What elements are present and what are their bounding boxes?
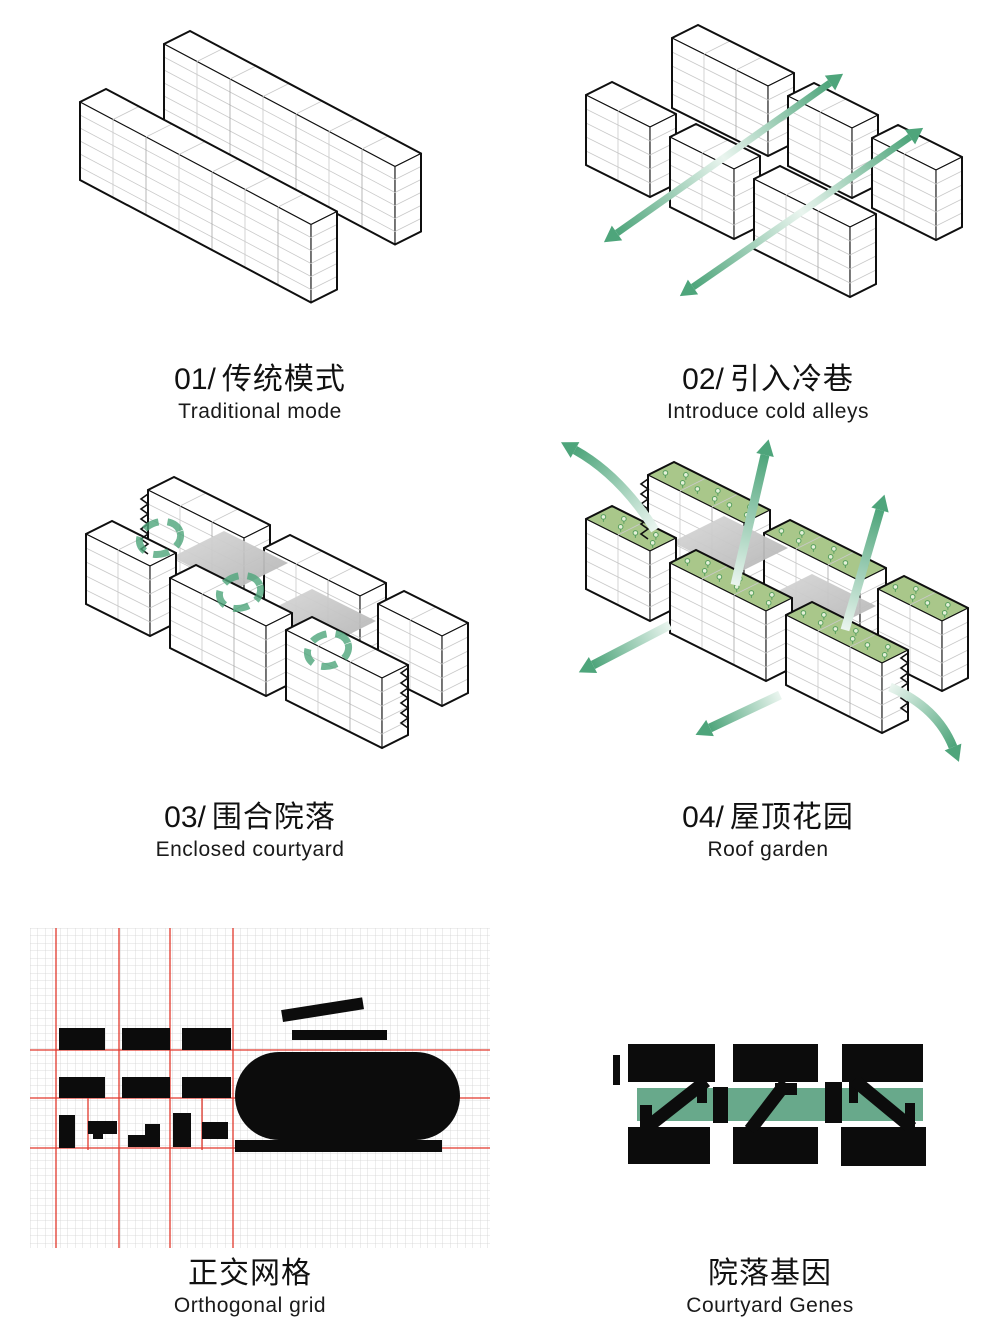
panel-title-en: Enclosed courtyard <box>155 838 345 861</box>
diagram-cold-alleys <box>584 23 964 299</box>
label-cold-alleys: 02/引入冷巷 Introduce cold alleys <box>558 362 978 424</box>
panel-title-zh: 围合院落 <box>211 801 336 834</box>
panel-title-zh: 引入冷巷 <box>729 363 854 396</box>
panel-number: 01/ <box>174 363 216 396</box>
diagram-courtyard-genes <box>613 1044 926 1166</box>
panel-title: 02/引入冷巷 <box>558 362 978 398</box>
panel-title: 院落基因 <box>560 1256 980 1292</box>
label-enclosed-courtyard: 03/围合院落 Enclosed courtyard <box>40 800 460 862</box>
panel-title: 03/围合院落 <box>40 800 460 836</box>
label-traditional-mode: 01/传统模式 Traditional mode <box>50 362 470 424</box>
panel-title-en: Roof garden <box>707 838 829 861</box>
panel-title-zh: 屋顶花园 <box>729 801 854 834</box>
panel-title: 正交网格 <box>40 1256 460 1292</box>
label-orthogonal-grid: 正交网格 Orthogonal grid <box>40 1256 460 1318</box>
panel-title: 01/传统模式 <box>50 362 470 398</box>
diagram-traditional-mode <box>78 29 423 304</box>
diagram-enclosed-courtyard <box>84 475 470 750</box>
panel-title: 04/屋顶花园 <box>558 800 978 836</box>
diagram-orthogonal-grid <box>30 928 490 1248</box>
panel-title-zh: 传统模式 <box>221 363 346 396</box>
panel-title-zh: 正交网格 <box>188 1257 312 1290</box>
panel-title-zh: 院落基因 <box>708 1257 832 1290</box>
panel-number: 04/ <box>682 801 724 834</box>
panel-title-en: Introduce cold alleys <box>667 400 869 423</box>
panel-title-en: Traditional mode <box>178 400 342 423</box>
panel-title-en: Orthogonal grid <box>173 1294 327 1317</box>
label-roof-garden: 04/屋顶花园 Roof garden <box>558 800 978 862</box>
label-courtyard-genes: 院落基因 Courtyard Genes <box>560 1256 980 1318</box>
panel-title-en: Courtyard Genes <box>686 1294 854 1317</box>
panel-number: 03/ <box>164 801 206 834</box>
panel-number: 02/ <box>682 363 724 396</box>
diagram-roof-garden <box>561 439 970 762</box>
